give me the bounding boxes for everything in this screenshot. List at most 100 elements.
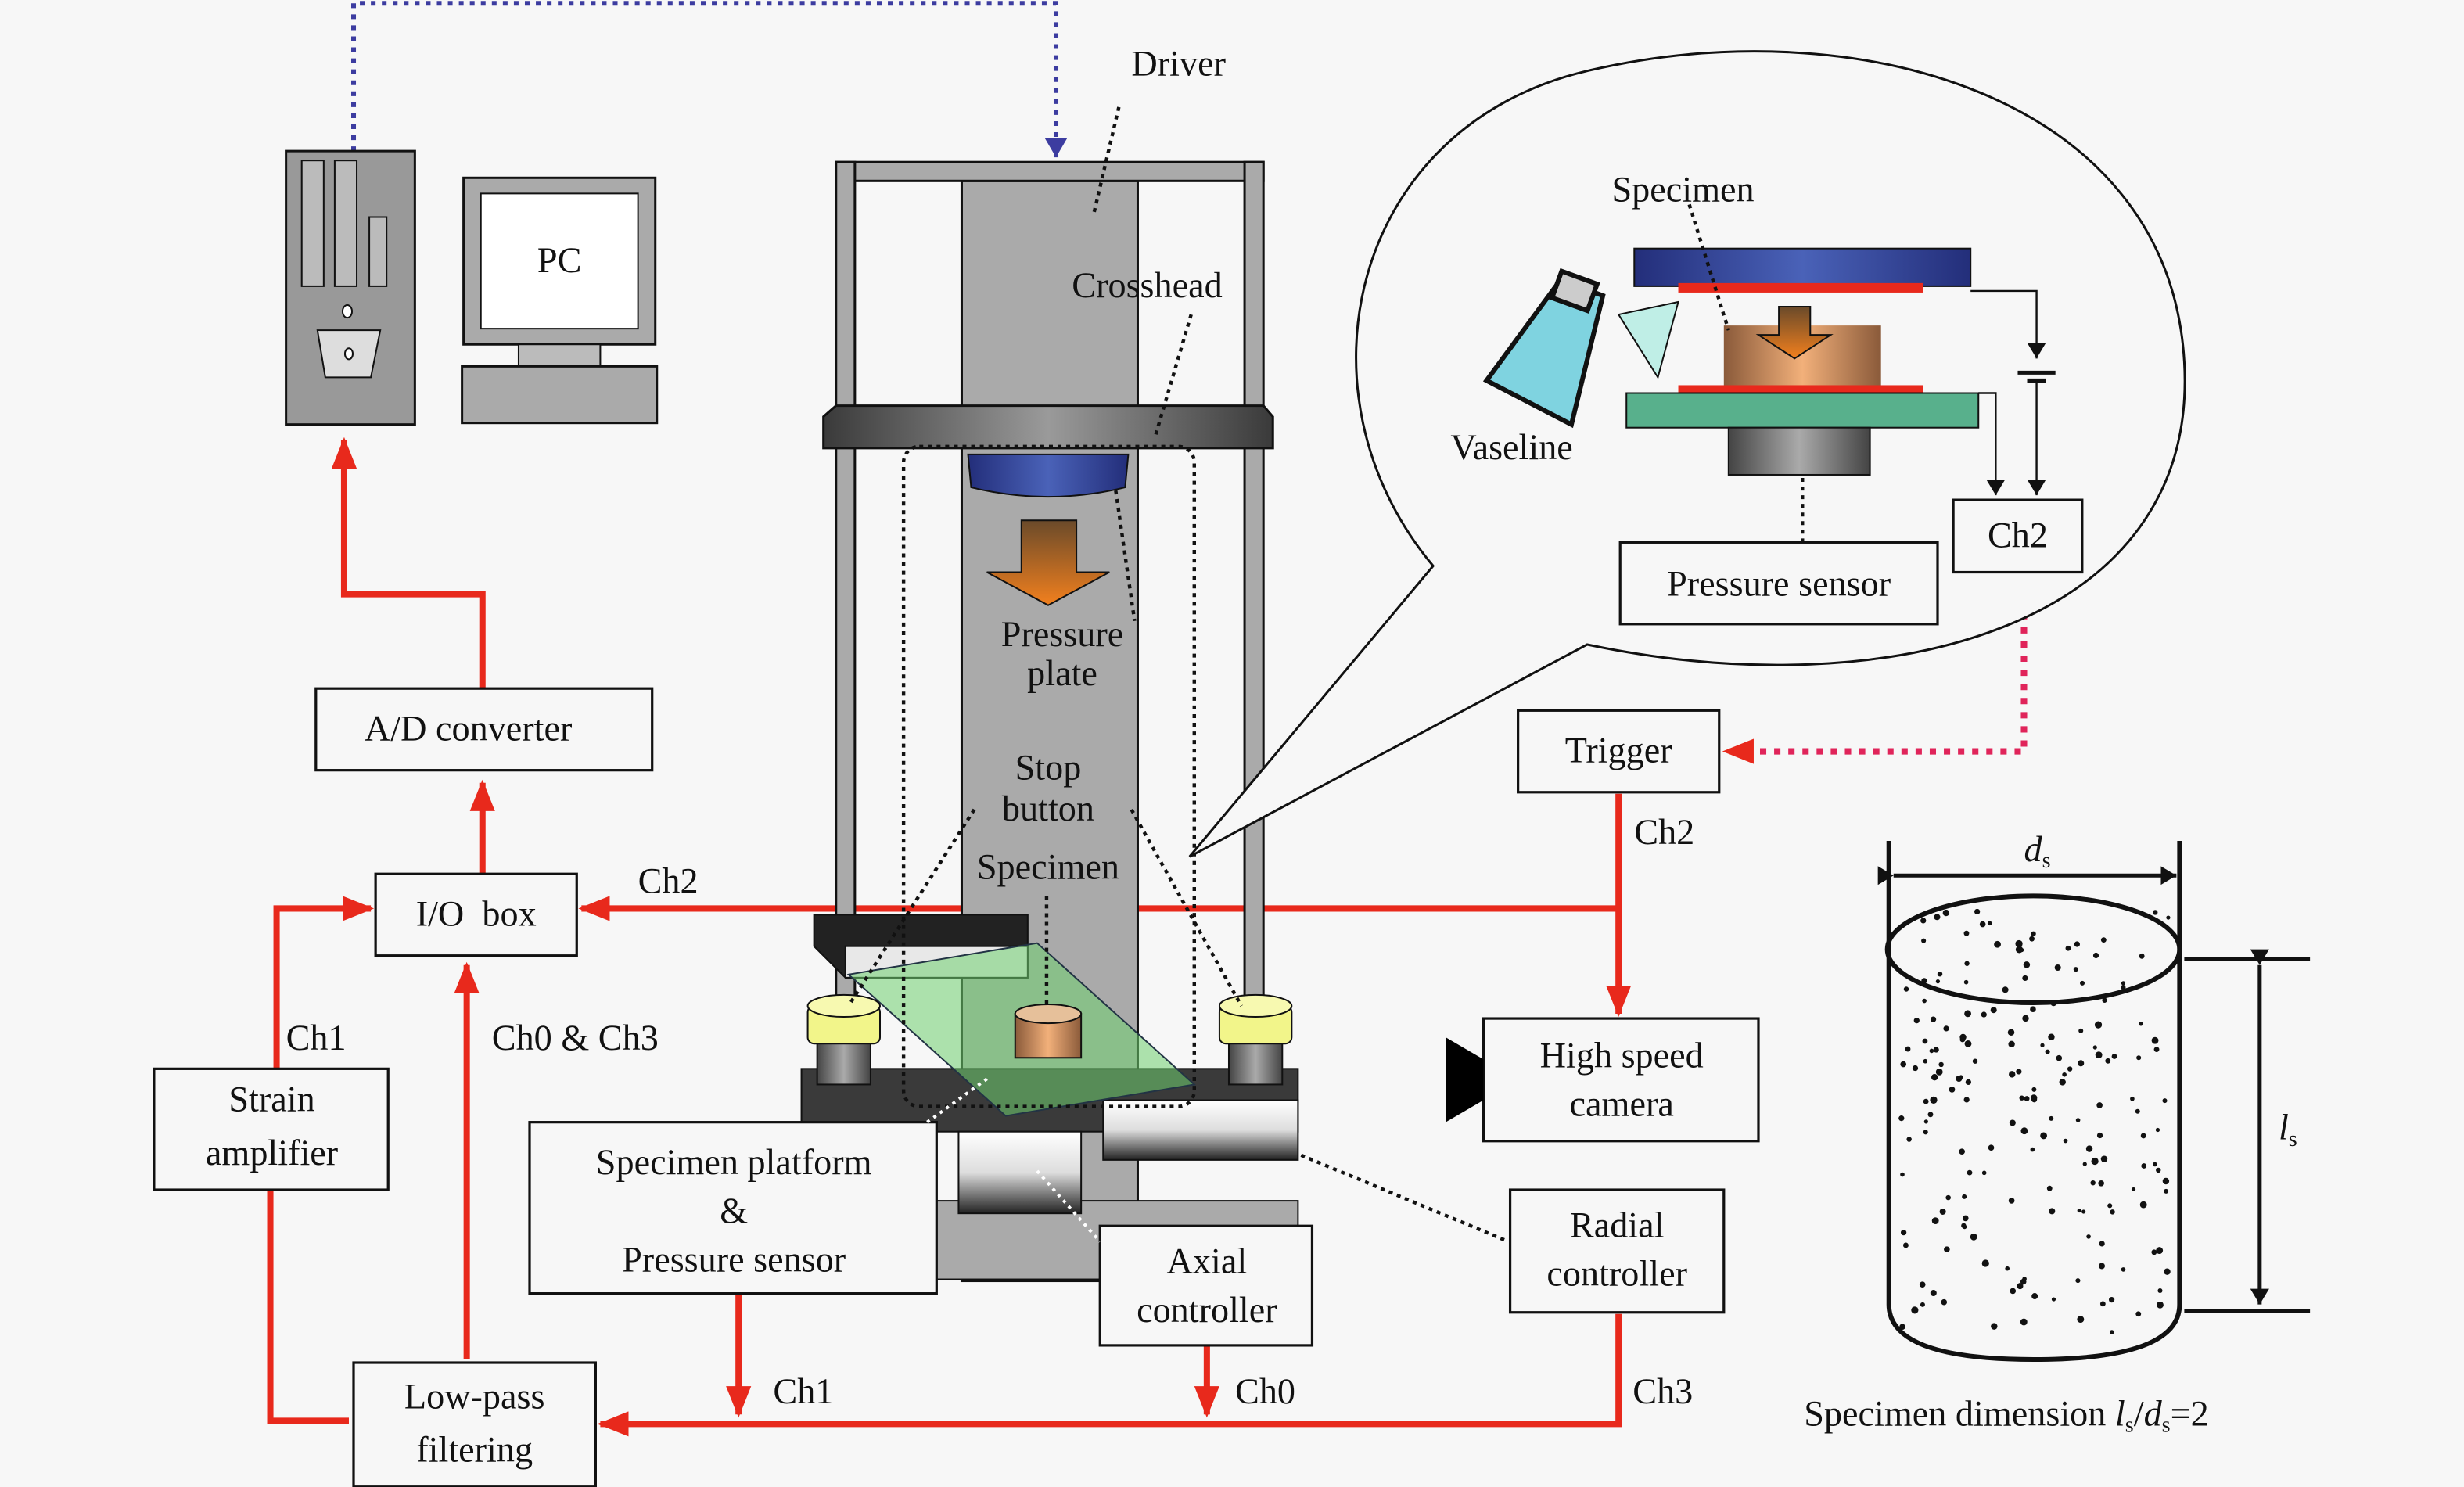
aggregate-dot — [2031, 1087, 2037, 1092]
pressure-sensor-box — [1618, 541, 1939, 626]
aggregate-dot — [1964, 1010, 1971, 1018]
aggregate-dot — [2096, 1132, 2103, 1139]
camera-icon — [1446, 1037, 1484, 1122]
aggregate-dot — [2040, 1132, 2048, 1140]
aggregate-dot — [1963, 930, 1970, 936]
svg-text:button: button — [1002, 788, 1094, 828]
svg-text:amplifier: amplifier — [206, 1133, 338, 1173]
io-ch0-ch3-label: Ch0 & Ch3 — [492, 1018, 659, 1058]
aggregate-dot — [2081, 1209, 2086, 1214]
aggregate-dot — [2096, 1102, 2103, 1108]
crosshead-label: Crosshead — [1072, 265, 1222, 305]
aggregate-dot — [1942, 909, 1950, 917]
aggregate-dot — [2164, 1268, 2171, 1275]
inset-ch2-label: Ch2 — [1988, 515, 2048, 555]
io-box-block: I/O box — [374, 872, 578, 957]
aggregate-dot — [2019, 1095, 2024, 1101]
pressure-plate — [967, 453, 1130, 498]
aggregate-dot — [2067, 1066, 2073, 1072]
aggregate-dot — [2022, 1277, 2027, 1281]
aggregate-dot — [2063, 1138, 2068, 1144]
aggregate-dot — [2157, 1288, 2163, 1294]
aggregate-dot — [2030, 1147, 2035, 1152]
aggregate-dot — [1937, 971, 1943, 977]
aggregate-dot — [1901, 1230, 1907, 1236]
aggregate-dot — [1927, 1112, 1934, 1118]
crosshead — [822, 404, 1274, 450]
aggregate-dot — [1922, 998, 1927, 1004]
pressure-plate-label: Pressure — [1001, 614, 1124, 654]
aggregate-dot — [2162, 1098, 2168, 1104]
svg-text:Low-pass: Low-pass — [404, 1376, 545, 1416]
aggregate-dot — [2121, 985, 2126, 990]
aggregate-dot — [2080, 980, 2085, 986]
aggregate-dot — [2022, 975, 2028, 982]
aggregate-dot — [2078, 1028, 2084, 1033]
specimen-platform-block: Specimen platform & Pressure sensor — [528, 1121, 938, 1295]
aggregate-dot — [2136, 1055, 2142, 1061]
aggregate-dot — [1945, 1194, 1951, 1201]
aggregate-dot — [1987, 921, 1992, 926]
inset-specimen-label: Specimen — [1611, 169, 1754, 209]
ad-converter-block: A/D converter — [314, 687, 654, 772]
aggregate-dot — [2086, 1234, 2091, 1239]
trigger-ch2-label: Ch2 — [1634, 812, 1694, 852]
aggregate-dot — [2092, 1045, 2097, 1050]
aggregate-dot — [1921, 938, 1927, 943]
aggregate-dot — [1921, 978, 1927, 984]
l-symbol: ls — [2279, 1108, 2297, 1151]
aggregate-dot — [2023, 961, 2031, 968]
svg-text:I/O box: I/O box — [416, 894, 537, 934]
pc-label: PC — [537, 240, 582, 280]
aggregate-dot — [1979, 921, 1986, 928]
aggregate-dot — [2109, 1330, 2114, 1334]
aggregate-dot — [1974, 908, 1981, 915]
aggregate-dot — [1930, 1016, 1937, 1022]
aggregate-dot — [1967, 1169, 1973, 1176]
svg-text:controller: controller — [1546, 1254, 1687, 1294]
aggregate-dot — [1990, 1007, 1997, 1014]
aggregate-dot — [2156, 1247, 2164, 1254]
aggregate-dot — [2024, 1096, 2030, 1101]
aggregate-dot — [2139, 1201, 2147, 1209]
aggregate-dot — [2020, 1318, 2028, 1326]
aggregate-dot — [2090, 1180, 2096, 1186]
aggregate-dot — [1935, 1068, 1943, 1076]
driver-label: Driver — [1131, 44, 1226, 84]
aggregate-dot — [2131, 1187, 2136, 1192]
inset-detail: Specimen Vaseline Pressure sensor Ch2 — [1188, 50, 2186, 858]
aggregate-dot — [2135, 1108, 2140, 1114]
aggregate-dot — [2017, 1283, 2024, 1290]
aggregate-dot — [2135, 1311, 2142, 1317]
aggregate-dot — [1923, 1119, 1928, 1124]
aggregate-dot — [2002, 986, 2009, 993]
aggregate-dot — [2121, 1267, 2126, 1272]
aggregate-dot — [1922, 1038, 1928, 1044]
aggregate-dot — [1929, 1048, 1934, 1054]
aggregate-dot — [2005, 1266, 2010, 1271]
aggregate-dot — [2073, 967, 2078, 972]
aggregate-dot — [1930, 1290, 1937, 1297]
aggregate-dot — [1961, 1223, 1967, 1229]
aggregate-dot — [2077, 1316, 2085, 1323]
trigger-block: Trigger — [1517, 709, 1721, 794]
aggregate-dot — [2153, 1047, 2160, 1053]
aggregate-dot — [2095, 1051, 2103, 1059]
aggregate-dot — [1981, 1011, 1987, 1018]
aggregate-dot — [2111, 1054, 2117, 1059]
aggregate-dot — [1963, 1097, 1970, 1103]
aggregate-dot — [2015, 946, 2024, 954]
aggregate-dot — [1934, 914, 1941, 921]
aggregate-dot — [2050, 1000, 2057, 1007]
aggregate-dot — [1911, 1306, 1919, 1314]
aggregate-dot — [1988, 1144, 1995, 1151]
aggregate-dot — [2029, 936, 2035, 942]
aggregate-dot — [2100, 937, 2107, 943]
aggregate-dot — [1903, 986, 1909, 992]
svg-text:A/D converter: A/D converter — [365, 708, 572, 748]
aggregate-dot — [1994, 940, 2001, 948]
pc-tower-icon — [285, 149, 416, 426]
axial-controller-block: Axial controller — [1098, 1224, 1314, 1347]
aggregate-dot — [2016, 1069, 2022, 1075]
aggregate-dot — [2049, 1115, 2054, 1121]
